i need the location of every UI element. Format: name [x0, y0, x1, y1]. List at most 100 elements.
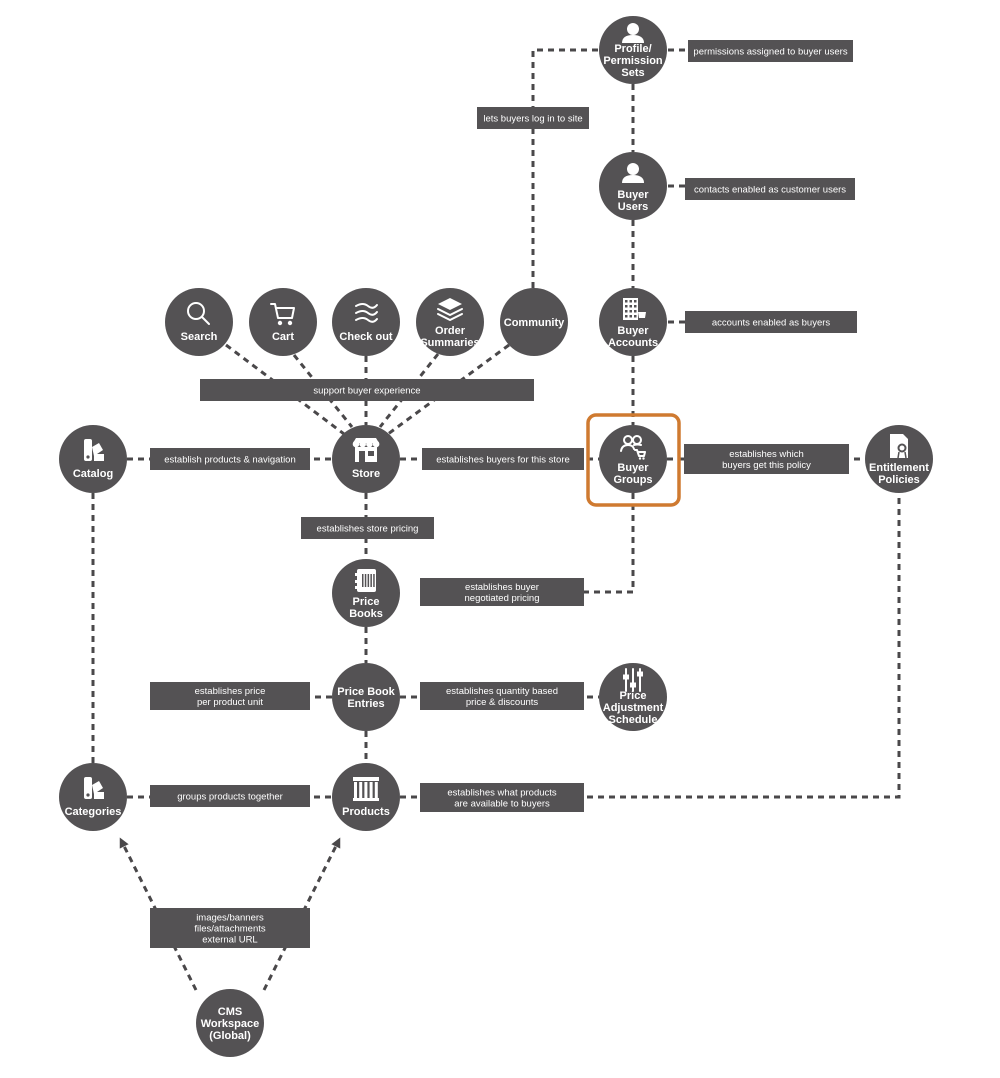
node-label: Store	[352, 468, 380, 480]
node-search: Search	[165, 288, 233, 356]
label-text: establishes buyers for this store	[436, 455, 570, 466]
node-label: Accounts	[608, 337, 658, 349]
label-box	[477, 107, 589, 129]
node-circle	[599, 425, 667, 493]
node-circle	[59, 763, 127, 831]
label-text: per product unit	[197, 697, 263, 708]
user-icon	[622, 23, 644, 43]
pricebook-icon	[355, 569, 376, 592]
swatch-icon	[84, 439, 104, 461]
node-label: Schedule	[609, 714, 658, 726]
label-text: lets buyers log in to site	[483, 114, 582, 125]
node-label: Policies	[878, 474, 920, 486]
building-icon	[623, 298, 646, 320]
label-text: support buyer experience	[313, 386, 420, 397]
buyer-groups-highlight	[586, 413, 681, 507]
checkout-icon	[355, 303, 378, 323]
label-text: permissions assigned to buyer users	[693, 47, 847, 58]
label-box	[422, 448, 584, 470]
node-circle	[599, 152, 667, 220]
label-text: groups products together	[177, 792, 283, 803]
label-box	[420, 783, 584, 812]
node-circle	[416, 288, 484, 356]
label-cms-content: images/bannersfiles/attachmentsexternal …	[150, 908, 310, 948]
label-text: images/banners	[196, 913, 264, 924]
node-label: Buyer	[617, 189, 649, 201]
label-text: establishes price	[195, 686, 266, 697]
label-text: establish products & navigation	[164, 455, 296, 466]
node-label: Check out	[339, 331, 393, 343]
node-label: (Global)	[209, 1030, 251, 1042]
node-circle	[332, 559, 400, 627]
node-label: Summaries	[420, 337, 479, 349]
node-circle	[599, 16, 667, 84]
node-community: Community	[500, 288, 568, 356]
label-box	[200, 379, 534, 401]
search-icon	[187, 302, 210, 325]
group-cart-icon	[620, 435, 646, 460]
node-circle	[165, 288, 233, 356]
node-store: Store	[332, 425, 400, 493]
label-text: negotiated pricing	[465, 593, 540, 604]
connector-line	[584, 493, 635, 594]
label-buyers-login: lets buyers log in to site	[477, 107, 589, 129]
label-text: contacts enabled as customer users	[694, 185, 846, 196]
node-label: Products	[342, 806, 390, 818]
node-circle	[865, 425, 933, 493]
node-label: Price	[353, 596, 380, 608]
label-box	[150, 682, 310, 710]
node-circle	[59, 425, 127, 493]
node-label: Entitlement	[869, 462, 929, 474]
label-establishes-buyers: establishes buyers for this store	[422, 448, 584, 470]
node-label: Users	[618, 201, 649, 213]
node-catalog: Catalog	[59, 425, 127, 493]
store-icon	[352, 438, 380, 462]
certificate-icon	[890, 434, 908, 459]
label-establish-products-nav: establish products & navigation	[150, 448, 310, 470]
connector-line	[225, 343, 345, 436]
node-products: Products	[332, 763, 400, 831]
connector-line	[531, 48, 598, 290]
node-label: Cart	[272, 331, 294, 343]
cart-icon	[270, 303, 295, 326]
label-box	[420, 682, 584, 710]
node-label: Permission	[603, 55, 663, 67]
node-label: Books	[349, 608, 383, 620]
label-box	[301, 517, 434, 539]
connector-line	[400, 493, 901, 799]
label-groups-products: groups products together	[150, 785, 310, 807]
node-circle	[196, 989, 264, 1057]
node-label: Order	[435, 325, 466, 337]
layers-icon	[437, 298, 463, 321]
node-circle	[332, 663, 400, 731]
label-text: establishes store pricing	[317, 524, 419, 535]
user-icon	[622, 163, 644, 183]
label-text: price & discounts	[466, 697, 539, 708]
label-support-buyer: support buyer experience	[200, 379, 534, 401]
products-icon	[353, 777, 379, 801]
node-circle	[599, 663, 667, 731]
node-label: Groups	[613, 474, 652, 486]
label-box	[150, 785, 310, 807]
node-label: Sets	[621, 67, 644, 79]
node-label: Buyer	[617, 462, 649, 474]
label-box	[685, 178, 855, 200]
label-contacts-enabled: contacts enabled as customer users	[685, 178, 855, 200]
nodes: Profile/PermissionSetsBuyerUsersBuyerAcc…	[59, 16, 933, 1057]
label-box	[684, 444, 849, 474]
label-text: are available to buyers	[454, 799, 550, 810]
sliders-icon	[623, 668, 643, 692]
